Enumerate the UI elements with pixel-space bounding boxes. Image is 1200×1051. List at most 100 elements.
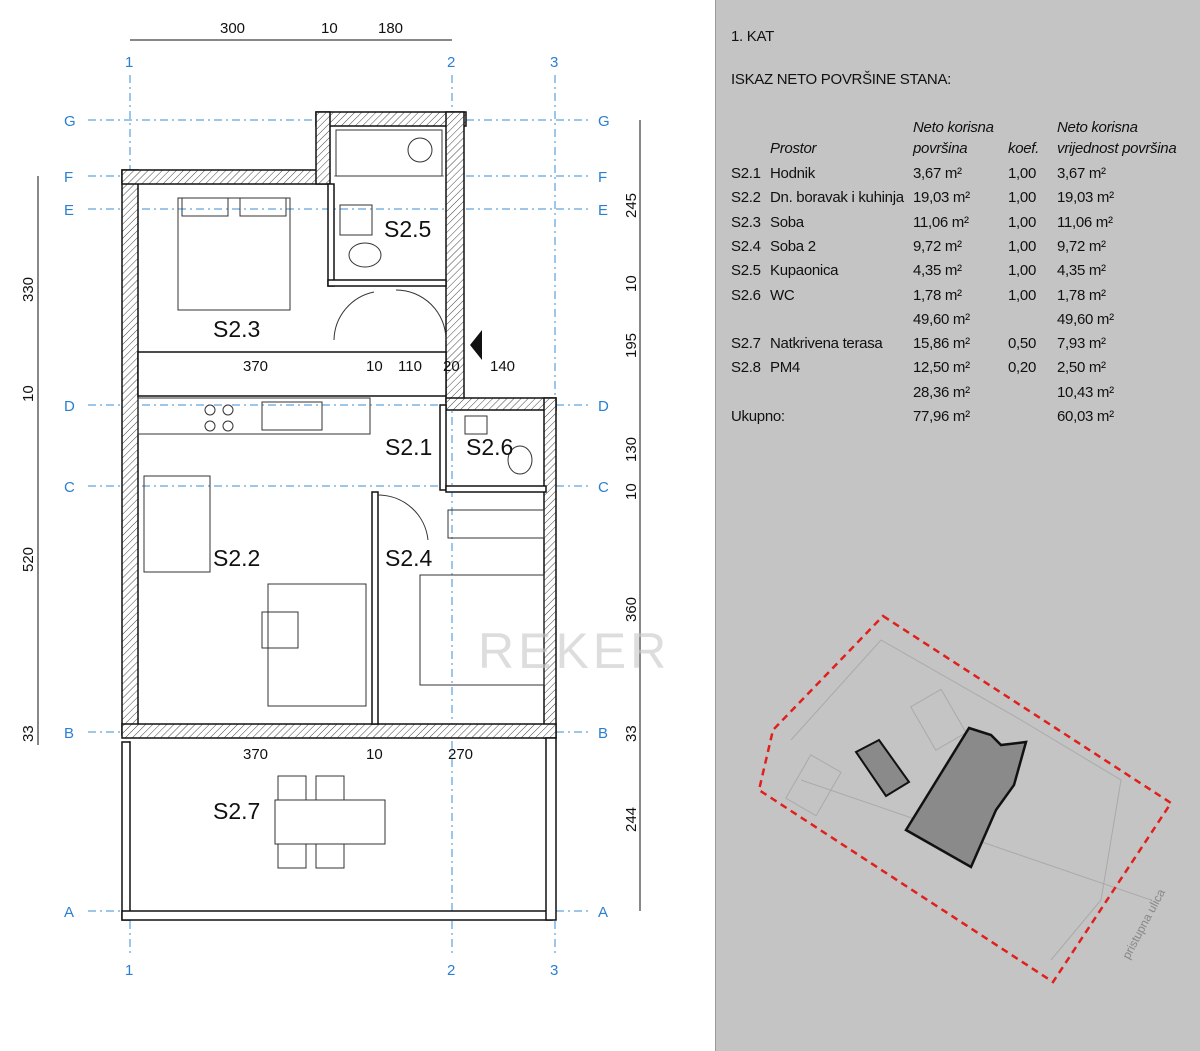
table-cell-name: Dn. boravak i kuhinja: [770, 189, 904, 207]
furniture: [137, 129, 545, 869]
svg-text:10: 10: [623, 275, 640, 292]
header-prostor: Prostor: [770, 140, 817, 157]
table-cell-value: 9,72 m²: [1057, 237, 1106, 255]
svg-text:10: 10: [623, 483, 640, 500]
table-cell-value: 11,06 m²: [1057, 213, 1113, 231]
table-cell-code: S2.8: [731, 359, 761, 377]
table-cell-code: Ukupno:: [731, 408, 785, 425]
table-cell-area: 28,36 m²: [913, 383, 970, 401]
dimension-lines: [37, 39, 641, 911]
table-cell-value: 19,03 m²: [1057, 189, 1114, 207]
floor-plan: 1 2 3 1 2 3 G F E D C B A G F E D C B A: [20, 20, 666, 979]
svg-text:1: 1: [125, 54, 133, 71]
header-neto-1: Neto korisna: [913, 119, 994, 136]
table-cell-area: 77,96 m²: [913, 408, 970, 425]
header-vrijednost-2: vrijednost površina: [1057, 140, 1177, 157]
table-cell-value: 4,35 m²: [1057, 262, 1106, 280]
table-cell-koef: 1,00: [1008, 213, 1036, 231]
svg-text:S2.4: S2.4: [385, 545, 433, 571]
area-panel: 1. KAT ISKAZ NETO POVRŠINE STANA: Prosto…: [715, 0, 1200, 1051]
table-cell-name: Soba 2: [770, 237, 816, 255]
svg-text:3: 3: [550, 962, 558, 979]
svg-text:10: 10: [20, 385, 37, 402]
svg-text:520: 520: [20, 547, 37, 572]
table-cell-koef: 1,00: [1008, 189, 1036, 207]
svg-text:370: 370: [243, 746, 268, 763]
svg-text:33: 33: [20, 725, 37, 742]
table-cell-code: S2.4: [731, 237, 761, 255]
grid-labels: 1 2 3 1 2 3 G F E D C B A G F E D C B A: [64, 54, 610, 979]
header-koef: koef.: [1008, 140, 1040, 157]
table-cell-name: Soba: [770, 213, 804, 231]
svg-text:B: B: [64, 725, 74, 742]
header-vrijednost-1: Neto korisna: [1057, 119, 1138, 136]
svg-text:10: 10: [366, 746, 383, 763]
svg-text:S2.7: S2.7: [213, 798, 260, 824]
svg-text:10: 10: [366, 358, 383, 375]
svg-text:130: 130: [623, 437, 640, 462]
svg-text:245: 245: [623, 193, 640, 218]
svg-text:33: 33: [623, 725, 640, 742]
entrance-arrow-icon: [470, 330, 482, 360]
svg-text:244: 244: [623, 807, 640, 832]
svg-text:E: E: [598, 202, 608, 219]
building-footprint: [904, 726, 1028, 869]
table-cell-area: 49,60 m²: [913, 310, 970, 328]
table-cell-code: S2.2: [731, 189, 761, 207]
table-cell-area: 9,72 m²: [913, 237, 962, 255]
svg-text:D: D: [64, 398, 75, 415]
plot-boundary: [757, 614, 1173, 984]
header-neto-2: površina: [913, 140, 968, 157]
svg-text:370: 370: [243, 358, 268, 375]
room-labels: S2.1 S2.2 S2.3 S2.4 S2.5 S2.6 S2.7: [213, 216, 513, 824]
table-cell-code: S2.7: [731, 335, 761, 353]
table-cell-area: 4,35 m²: [913, 262, 962, 280]
table-cell-value: 49,60 m²: [1057, 310, 1114, 328]
svg-text:330: 330: [20, 277, 37, 302]
site-plan: pristupna ulica: [757, 614, 1173, 984]
table-cell-koef: 1,00: [1008, 165, 1036, 182]
svg-text:A: A: [64, 904, 74, 921]
svg-text:S2.5: S2.5: [384, 216, 431, 242]
svg-text:1: 1: [125, 962, 133, 979]
table-cell-value: 60,03 m²: [1057, 408, 1114, 425]
grid-lines: [88, 75, 590, 955]
svg-text:F: F: [64, 169, 73, 186]
svg-text:D: D: [598, 398, 609, 415]
table-cell-value: 10,43 m²: [1057, 383, 1114, 401]
table-cell-koef: 0,50: [1008, 335, 1036, 353]
table-cell-code: S2.1: [731, 165, 761, 182]
table-cell-name: Hodnik: [770, 165, 815, 182]
svg-text:F: F: [598, 169, 607, 186]
svg-text:180: 180: [378, 20, 403, 37]
table-cell-area: 19,03 m²: [913, 189, 970, 207]
svg-text:S2.3: S2.3: [213, 316, 260, 342]
table-cell-koef: 1,00: [1008, 286, 1036, 304]
table-cell-area: 3,67 m²: [913, 165, 962, 182]
table-cell-name: Kupaonica: [770, 262, 839, 280]
table-cell-area: 15,86 m²: [913, 335, 970, 353]
svg-text:300: 300: [220, 20, 245, 37]
svg-text:20: 20: [443, 358, 460, 375]
table-cell-name: Natkrivena terasa: [770, 335, 883, 353]
table-cell-value: 1,78 m²: [1057, 286, 1106, 304]
svg-text:2: 2: [447, 962, 455, 979]
table-cell-code: S2.5: [731, 262, 761, 280]
table-cell-koef: 1,00: [1008, 262, 1036, 280]
table-cell-code: S2.3: [731, 213, 761, 231]
svg-text:110: 110: [398, 358, 422, 375]
table-cell-area: 1,78 m²: [913, 286, 962, 304]
svg-text:S2.1: S2.1: [385, 434, 432, 460]
table-cell-value: 2,50 m²: [1057, 359, 1106, 377]
svg-text:360: 360: [623, 597, 640, 622]
svg-text:270: 270: [448, 746, 473, 763]
svg-text:G: G: [64, 113, 76, 130]
svg-text:10: 10: [321, 20, 338, 37]
floor-label: 1. KAT: [731, 28, 774, 45]
svg-text:G: G: [598, 113, 610, 130]
svg-text:S2.6: S2.6: [466, 434, 513, 460]
table-heading: ISKAZ NETO POVRŠINE STANA:: [731, 71, 952, 88]
svg-text:3: 3: [550, 54, 558, 71]
parking-structure: [854, 738, 911, 798]
table-cell-area: 12,50 m²: [913, 359, 970, 377]
